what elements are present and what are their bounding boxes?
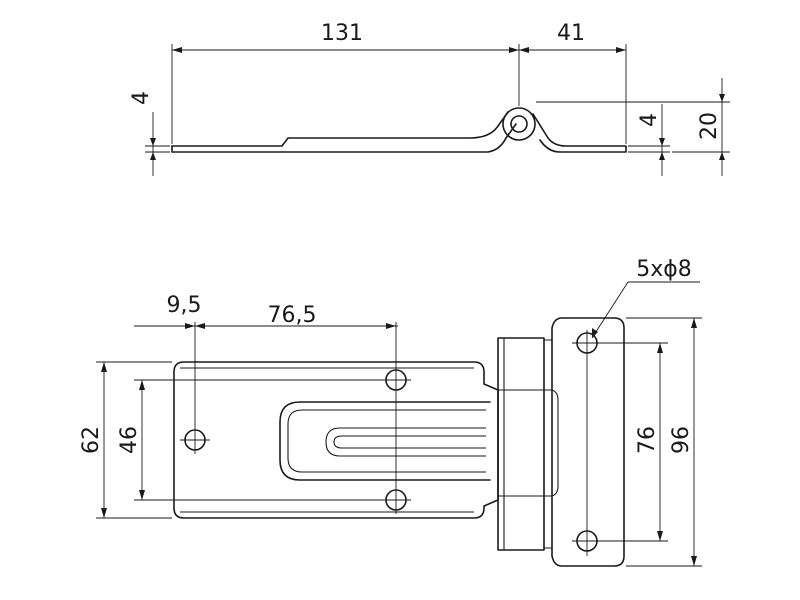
dim-96: 96 [669, 426, 694, 454]
top-view-slot-tab [279, 401, 491, 481]
side-view-leaf [171, 123, 517, 153]
side-view-short-leaf [532, 113, 627, 153]
side-view-pin [510, 115, 528, 133]
dim-46: 46 [117, 426, 142, 454]
top-view-knuckle [497, 337, 545, 551]
top-view: 9,5 76,5 5xϕ8 62 46 76 96 [79, 257, 702, 567]
top-view-plate [173, 361, 499, 519]
dim-62: 62 [79, 426, 104, 454]
dim-41: 41 [557, 21, 585, 46]
hole-spec-label: 5xϕ8 [636, 257, 692, 282]
dim-76: 76 [635, 426, 660, 454]
side-view-knuckle [502, 107, 536, 141]
top-view-bracket [551, 317, 625, 567]
dim-9-5: 9,5 [167, 293, 202, 318]
dim-4-right: 4 [637, 113, 662, 127]
dim-20: 20 [697, 112, 722, 140]
dim-131: 131 [321, 21, 363, 46]
dim-4-left: 4 [129, 91, 154, 105]
dim-76-5: 76,5 [268, 303, 317, 328]
side-view: 131 41 4 4 20 [129, 21, 730, 176]
